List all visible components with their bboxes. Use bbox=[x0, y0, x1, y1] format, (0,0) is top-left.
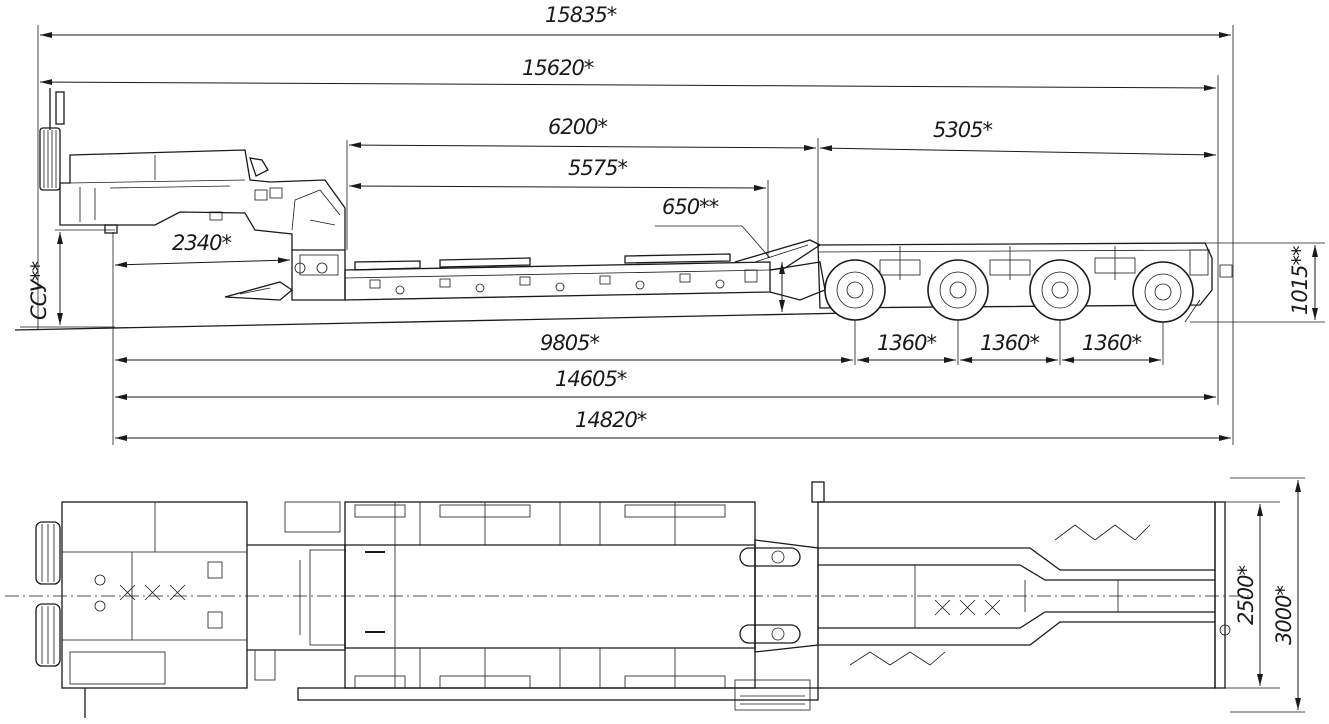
dim-label-gooseneck: 2340* bbox=[172, 231, 231, 255]
dim-overall-length: 15835* bbox=[37, 3, 1234, 445]
dim-length-to-rear: 14605* bbox=[115, 367, 1216, 400]
dim-deck-full: 6200* bbox=[346, 115, 819, 250]
ground-line bbox=[14, 312, 851, 331]
dim-label-kingpin-height: ССУ** bbox=[27, 261, 51, 320]
dim-label-rear-overhang: 5305* bbox=[933, 118, 992, 142]
main-deck-top bbox=[297, 501, 819, 711]
dim-label-deck-full: 6200* bbox=[548, 115, 607, 139]
gooseneck-top bbox=[35, 501, 248, 718]
ramp-joint-top bbox=[739, 481, 825, 653]
dim-kingpin-height: ССУ** bbox=[20, 229, 115, 328]
dim-frame-length: 15620* bbox=[39, 56, 1219, 405]
dim-deck-length: 5575* bbox=[348, 156, 769, 258]
dim-label-axle-spacing-2: 1360* bbox=[980, 331, 1039, 355]
dim-ramp-height: 650** bbox=[655, 195, 785, 312]
dim-label-length-to-rear: 14605* bbox=[555, 367, 627, 391]
dim-axle-spacing-2: 1360* bbox=[960, 331, 1058, 363]
wheel-2 bbox=[927, 259, 989, 321]
dim-label-outer-width: 3000* bbox=[1272, 586, 1296, 645]
wheel-4 bbox=[1132, 261, 1194, 323]
main-deck bbox=[344, 253, 771, 301]
side-view: 15835* 15620* 6200* 5305* 5575* bbox=[14, 3, 1325, 445]
dim-deck-height: 1015** bbox=[1185, 242, 1325, 323]
dim-axle-spacing-3: 1360* bbox=[1062, 331, 1161, 363]
dim-outer-width: 3000* bbox=[1230, 477, 1305, 713]
wheels-side bbox=[824, 259, 1194, 323]
wheel-1 bbox=[824, 259, 886, 321]
dim-label-frame-length: 15620* bbox=[522, 56, 594, 80]
dim-gooseneck: 2340* bbox=[112, 231, 291, 445]
dim-rear-overhang: 5305* bbox=[819, 118, 1217, 158]
dim-inner-width: 2500* bbox=[1225, 501, 1280, 689]
dim-label-axle-spacing-3: 1360* bbox=[1082, 331, 1141, 355]
neck-top bbox=[247, 501, 346, 681]
dim-label-kingpin-to-axle: 9805* bbox=[540, 331, 599, 355]
gooseneck-side bbox=[39, 88, 346, 251]
dim-label-axle-spacing-1: 1360* bbox=[877, 331, 936, 355]
dim-label-overall-length: 15835* bbox=[545, 3, 617, 27]
dim-label-ramp-height: 650** bbox=[662, 195, 719, 219]
rear-chassis-top bbox=[817, 501, 1231, 689]
wheel-3 bbox=[1029, 259, 1091, 321]
top-view: 2500* 3000* bbox=[5, 477, 1305, 718]
dim-label-length-to-bumper: 14820* bbox=[575, 408, 647, 432]
dim-axle-spacing-1: 1360* bbox=[857, 331, 956, 363]
dim-length-to-bumper: 14820* bbox=[115, 408, 1231, 441]
rear-chassis bbox=[817, 242, 1233, 323]
neck-column bbox=[224, 250, 346, 301]
dim-label-inner-width: 2500* bbox=[1234, 566, 1258, 625]
dim-label-deck-height: 1015** bbox=[1288, 246, 1312, 315]
dim-label-deck-length: 5575* bbox=[568, 156, 627, 180]
